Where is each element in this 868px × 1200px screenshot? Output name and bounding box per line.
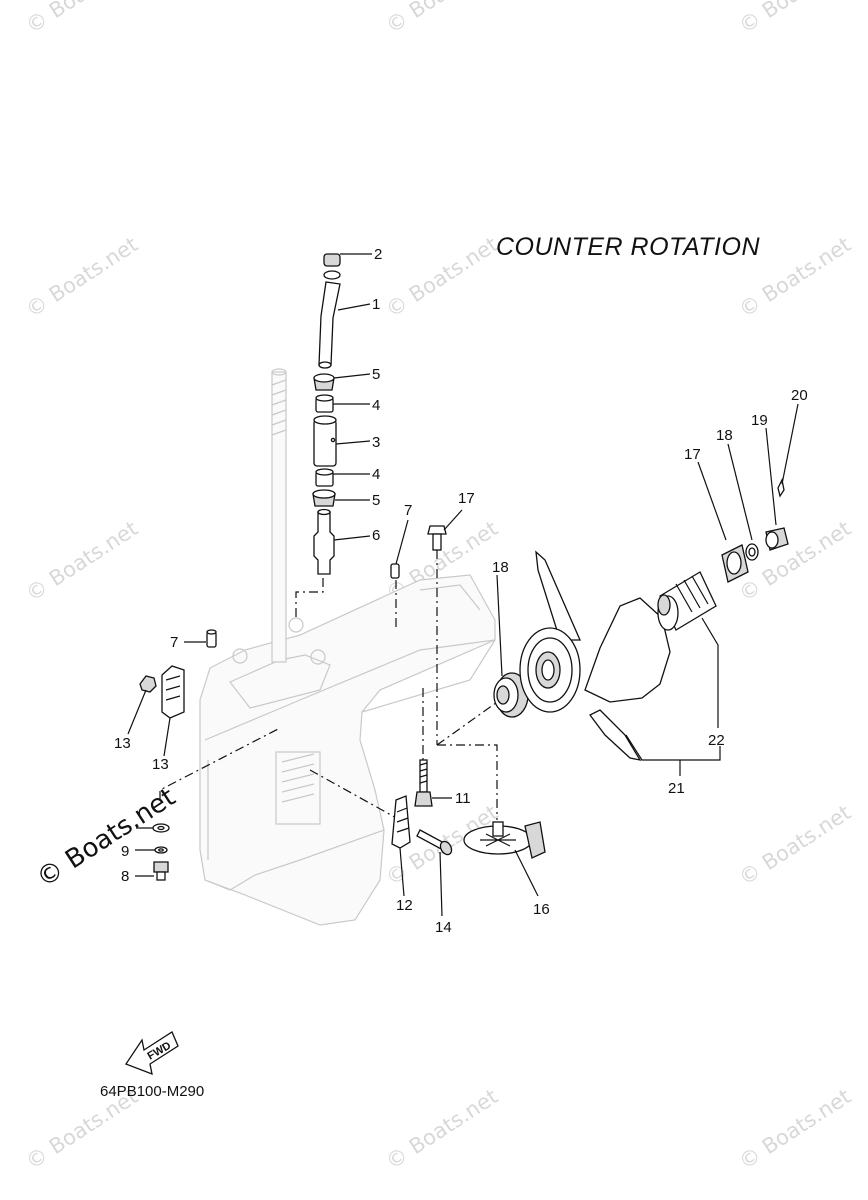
callout-4: 4	[372, 466, 380, 483]
watermark: © Boats.net	[22, 232, 143, 322]
callout-8: 8	[121, 868, 129, 885]
watermark: © Boats.net	[735, 516, 856, 606]
part-7-dowel-pin	[206, 629, 217, 648]
callout-5: 5	[372, 492, 380, 509]
watermark: © Boats.net	[735, 1084, 856, 1174]
fwd-label: FWD	[146, 1040, 174, 1063]
part-24-spacer	[657, 571, 717, 631]
part-17-bolt	[427, 525, 447, 551]
part-4-bushing-top	[315, 394, 334, 413]
part-1-water-tube	[318, 281, 341, 369]
callout-16: 16	[533, 901, 550, 918]
callout-13: 13	[152, 756, 169, 773]
watermark: © Boats.net	[735, 800, 856, 890]
leader-lines	[127, 253, 799, 917]
drive-shaft	[271, 368, 287, 663]
part-10-washer	[152, 823, 170, 833]
callout-labels: 2 1 5 4 3 4 5 6 7 7 17 18 13 13 9 8 11 1…	[114, 246, 808, 936]
part-7-dowel-pin	[390, 563, 400, 579]
callout-4: 4	[372, 397, 380, 414]
part-8-screw	[153, 861, 169, 881]
part-18-thrust-washer	[493, 672, 529, 718]
callout-21: 19	[751, 412, 768, 429]
diagram-code: 64PB100-M290	[100, 1083, 204, 1100]
callout-23: 21	[668, 780, 685, 797]
part-23-propeller	[519, 550, 671, 761]
part-16-trim-tab	[463, 821, 546, 859]
part-9-washer	[154, 846, 168, 854]
part-14-bolt	[416, 829, 453, 856]
part-20-washer	[745, 543, 759, 561]
callout-7: 7	[404, 502, 412, 519]
part-12-anode	[391, 795, 411, 849]
part-11-bolt	[414, 759, 433, 807]
assembly-lines	[159, 550, 501, 821]
callout-12: 12	[396, 897, 413, 914]
callout-9: 9	[121, 843, 129, 860]
callout-1: 1	[372, 296, 380, 313]
callout-3: 3	[372, 434, 380, 451]
watermark: © Boats.net	[735, 0, 856, 38]
diagram-title: COUNTER ROTATION	[496, 233, 760, 261]
part-15-nut	[139, 675, 157, 693]
part-5-seal-top	[313, 373, 335, 391]
callout-14: 14	[435, 919, 452, 936]
watermark: © Boats.net	[382, 1084, 503, 1174]
part-6-shaft-collar	[313, 508, 335, 575]
watermark: © Boats.net	[382, 0, 503, 38]
callout-20: 18	[716, 427, 733, 444]
fwd-arrow-icon: FWD	[125, 1031, 179, 1076]
part-21-castle-nut	[765, 527, 789, 551]
callout-5: 5	[372, 366, 380, 383]
callout-22: 20	[791, 387, 808, 404]
callout-17: 17	[458, 490, 475, 507]
part-4-bushing-bottom	[315, 468, 334, 487]
callout-15: 13	[114, 735, 131, 752]
part-22-cotter-pin	[777, 478, 785, 498]
part-2-grommet	[323, 253, 341, 280]
part-5-seal-bottom	[312, 489, 336, 507]
callout-6: 6	[372, 527, 380, 544]
lower-unit-housing	[199, 574, 496, 926]
part-19-washer	[721, 544, 749, 583]
callout-7: 7	[170, 634, 178, 651]
watermark: © Boats.net	[382, 232, 503, 322]
callout-18: 18	[492, 559, 509, 576]
watermark: © Boats.net	[22, 0, 143, 38]
part-3-sleeve	[313, 415, 337, 467]
callout-19: 17	[684, 446, 701, 463]
callout-11: 11	[455, 790, 471, 807]
part-13-anode	[161, 665, 185, 719]
callout-2: 2	[374, 246, 382, 263]
watermark: © Boats.net	[22, 516, 143, 606]
callout-24: 22	[708, 732, 725, 749]
